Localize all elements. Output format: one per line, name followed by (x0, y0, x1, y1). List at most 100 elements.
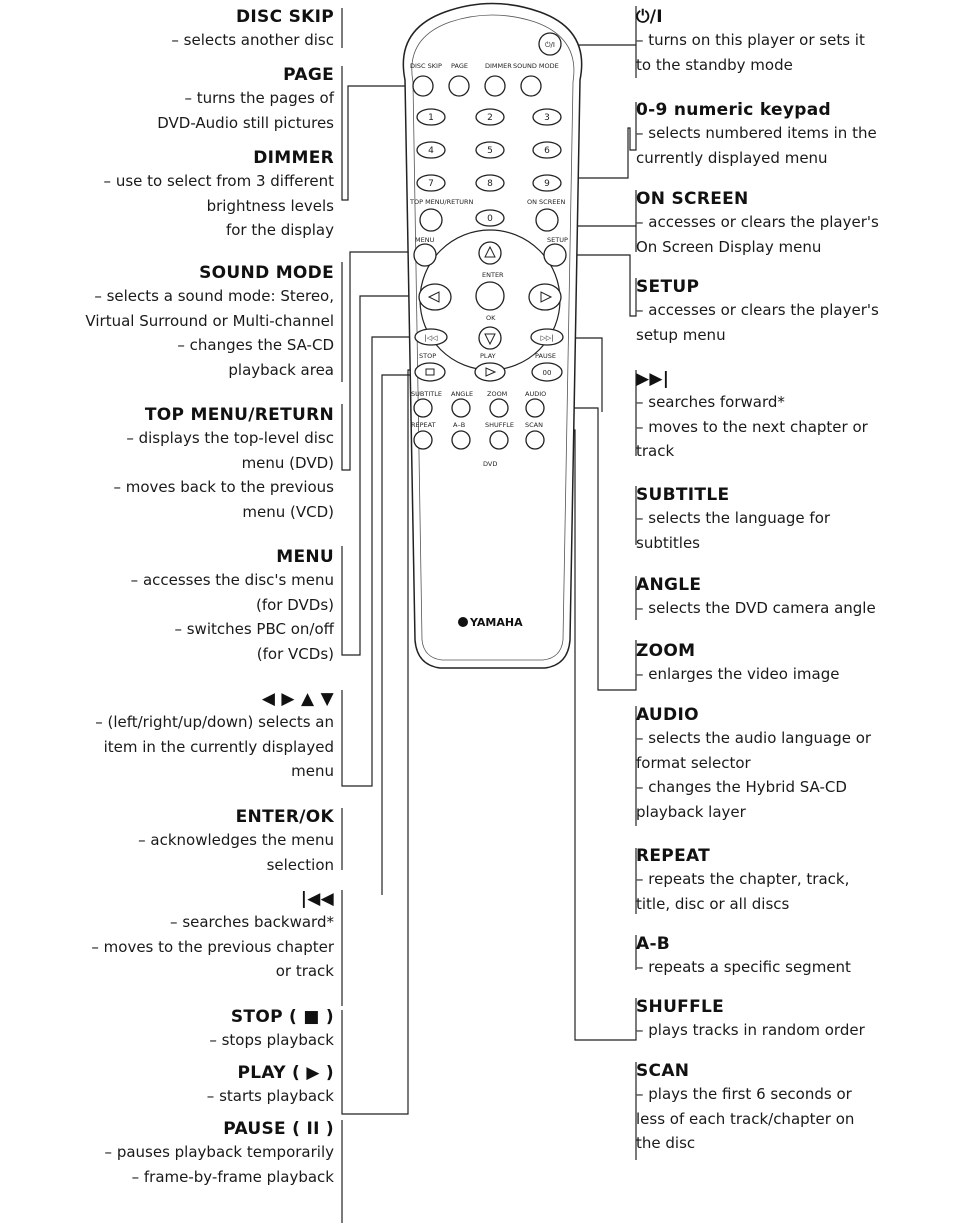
page-label: PAGE (451, 62, 468, 70)
arrows-desc-3: menu (4, 759, 334, 784)
pause-desc-2: – frame-by-frame playback (4, 1165, 334, 1190)
key-0-label: 0 (487, 214, 493, 224)
ab-block: A-B – repeats a specific segment (636, 933, 952, 980)
play-button[interactable] (475, 363, 505, 381)
on-screen-block: ON SCREEN – accesses or clears the playe… (636, 188, 952, 259)
scan-button[interactable] (526, 431, 544, 449)
prev-desc-2: – moves to the previous chapter (4, 935, 334, 960)
sound-mode-desc-2: Virtual Surround or Multi-channel (4, 309, 334, 334)
menu-title: MENU (4, 546, 334, 568)
enter-ok-block: ENTER/OK – acknowledges the menu selecti… (4, 806, 334, 877)
ab-title: A-B (636, 933, 952, 955)
setup-button[interactable] (544, 244, 566, 266)
prev-desc-3: or track (4, 959, 334, 984)
pause-desc-1: – pauses playback temporarily (4, 1140, 334, 1165)
power-title: ⏻/I (636, 6, 952, 28)
sound-mode-button[interactable] (521, 76, 541, 96)
shuffle-block: SHUFFLE – plays tracks in random order (636, 996, 952, 1043)
stop-label: STOP (419, 352, 436, 360)
angle-block: ANGLE – selects the DVD camera angle (636, 574, 952, 621)
sound-mode-desc-1: – selects a sound mode: Stereo, (4, 284, 334, 309)
enter-ok-desc-2: selection (4, 853, 334, 878)
prev-button[interactable]: |◁◁ (415, 329, 447, 345)
dvd-label: DVD (483, 460, 497, 468)
disc-skip-desc-1: – selects another disc (4, 28, 334, 53)
zoom-button[interactable] (490, 399, 508, 417)
dimmer-label: DIMMER (485, 62, 512, 70)
dimmer-button[interactable] (485, 76, 505, 96)
enter-ok-title: ENTER/OK (4, 806, 334, 828)
subtitle-desc-2: subtitles (636, 531, 952, 556)
top-menu-desc-1: – displays the top-level disc (4, 426, 334, 451)
prev-desc-1: – searches backward* (4, 910, 334, 935)
keypad-desc-1: – selects numbered items in the (636, 121, 952, 146)
page-desc-2: DVD-Audio still pictures (4, 111, 334, 136)
on-screen-label: ON SCREEN (527, 198, 565, 206)
menu-button[interactable] (414, 244, 436, 266)
next-desc-2: – moves to the next chapter or (636, 415, 952, 440)
key-2-label: 2 (487, 113, 493, 123)
scan-desc-3: the disc (636, 1131, 952, 1156)
audio-button[interactable] (526, 399, 544, 417)
ab-label: A–B (453, 421, 465, 429)
disc-skip-button[interactable] (413, 76, 433, 96)
sound-mode-desc-4: playback area (4, 358, 334, 383)
power-button[interactable]: ⏻/I (539, 33, 561, 55)
setup-block: SETUP – accesses or clears the player's … (636, 276, 952, 347)
zoom-title: ZOOM (636, 640, 952, 662)
shuffle-desc-1: – plays tracks in random order (636, 1018, 952, 1043)
dimmer-desc-2: brightness levels (4, 194, 334, 219)
top-menu-desc-4: menu (VCD) (4, 500, 334, 525)
left-button[interactable] (419, 284, 451, 310)
page-button[interactable] (449, 76, 469, 96)
enter-button[interactable] (476, 282, 504, 310)
next-desc-1: – searches forward* (636, 390, 952, 415)
arrows-block: ◀ ▶ ▲ ▼ – (left/right/up/down) selects a… (4, 688, 334, 784)
page-block: PAGE – turns the pages of DVD-Audio stil… (4, 64, 334, 135)
subtitle-button[interactable] (414, 399, 432, 417)
subtitle-title: SUBTITLE (636, 484, 952, 506)
key-5-label: 5 (487, 146, 493, 156)
subtitle-label: SUBTITLE (411, 390, 442, 398)
enter-ok-desc-1: – acknowledges the menu (4, 828, 334, 853)
up-button[interactable] (479, 242, 501, 264)
stop-title: STOP ( ■ ) (4, 1006, 334, 1028)
ok-label: OK (486, 314, 496, 322)
remote-control: .bt { fill:#fff; stroke:#222; stroke-wid… (385, 0, 600, 675)
enter-label: ENTER (482, 271, 504, 279)
top-menu-button[interactable] (420, 209, 442, 231)
repeat-desc-2: title, disc or all discs (636, 892, 952, 917)
repeat-button[interactable] (414, 431, 432, 449)
svg-text:|◁◁: |◁◁ (424, 334, 438, 342)
down-button[interactable] (479, 327, 501, 349)
keypad-block: 0-9 numeric keypad – selects numbered it… (636, 99, 952, 170)
top-menu-desc-3: – moves back to the previous (4, 475, 334, 500)
menu-block: MENU – accesses the disc's menu (for DVD… (4, 546, 334, 666)
play-label: PLAY (480, 352, 496, 360)
key-7-label: 7 (428, 179, 434, 189)
dimmer-desc-1: – use to select from 3 different (4, 169, 334, 194)
on-screen-button[interactable] (536, 209, 558, 231)
subtitle-desc-1: – selects the language for (636, 506, 952, 531)
scan-title: SCAN (636, 1060, 952, 1082)
repeat-block: REPEAT – repeats the chapter, track, tit… (636, 845, 952, 916)
audio-label: AUDIO (525, 390, 546, 398)
shuffle-button[interactable] (490, 431, 508, 449)
scan-block: SCAN – plays the first 6 seconds or less… (636, 1060, 952, 1156)
angle-button[interactable] (452, 399, 470, 417)
menu-desc-2: (for DVDs) (4, 593, 334, 618)
zoom-block: ZOOM – enlarges the video image (636, 640, 952, 687)
audio-block: AUDIO – selects the audio language or fo… (636, 704, 952, 824)
on-screen-desc-1: – accesses or clears the player's (636, 210, 952, 235)
pause-button[interactable]: 00 (532, 363, 562, 381)
right-button[interactable] (529, 284, 561, 310)
shuffle-label: SHUFFLE (485, 421, 514, 429)
next-button[interactable]: ▷▷| (531, 329, 563, 345)
ab-button[interactable] (452, 431, 470, 449)
angle-title: ANGLE (636, 574, 952, 596)
stop-button[interactable] (415, 363, 445, 381)
keypad-desc-2: currently displayed menu (636, 146, 952, 171)
zoom-desc-1: – enlarges the video image (636, 662, 952, 687)
key-8-label: 8 (487, 179, 493, 189)
prev-title: |◀◀ (4, 888, 334, 910)
